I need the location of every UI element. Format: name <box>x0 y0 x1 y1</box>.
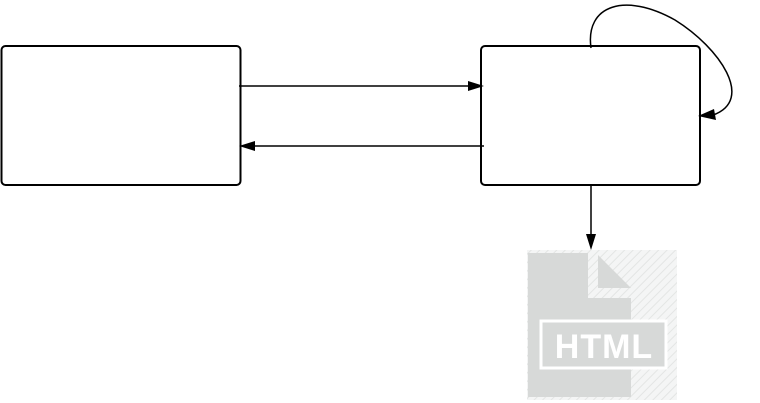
html-file-icon: HTML <box>527 250 677 400</box>
arrowhead-icon <box>468 81 484 91</box>
edge-right-to-left <box>239 141 484 151</box>
file-icon-label: HTML <box>555 328 653 366</box>
file-icon-fold <box>598 255 631 288</box>
right-node-box <box>480 45 701 186</box>
arrowhead-icon <box>698 109 716 120</box>
left-node-box <box>0 45 242 186</box>
arrowhead-icon <box>586 234 596 250</box>
file-icon-label-frame <box>539 319 668 370</box>
right-node[interactable] <box>480 45 701 186</box>
edge-self-loop <box>589 4 733 120</box>
left-node[interactable] <box>0 45 242 186</box>
edge-right-to-file <box>586 185 596 250</box>
edge-left-to-right <box>239 81 484 91</box>
arrowhead-icon <box>239 141 255 151</box>
